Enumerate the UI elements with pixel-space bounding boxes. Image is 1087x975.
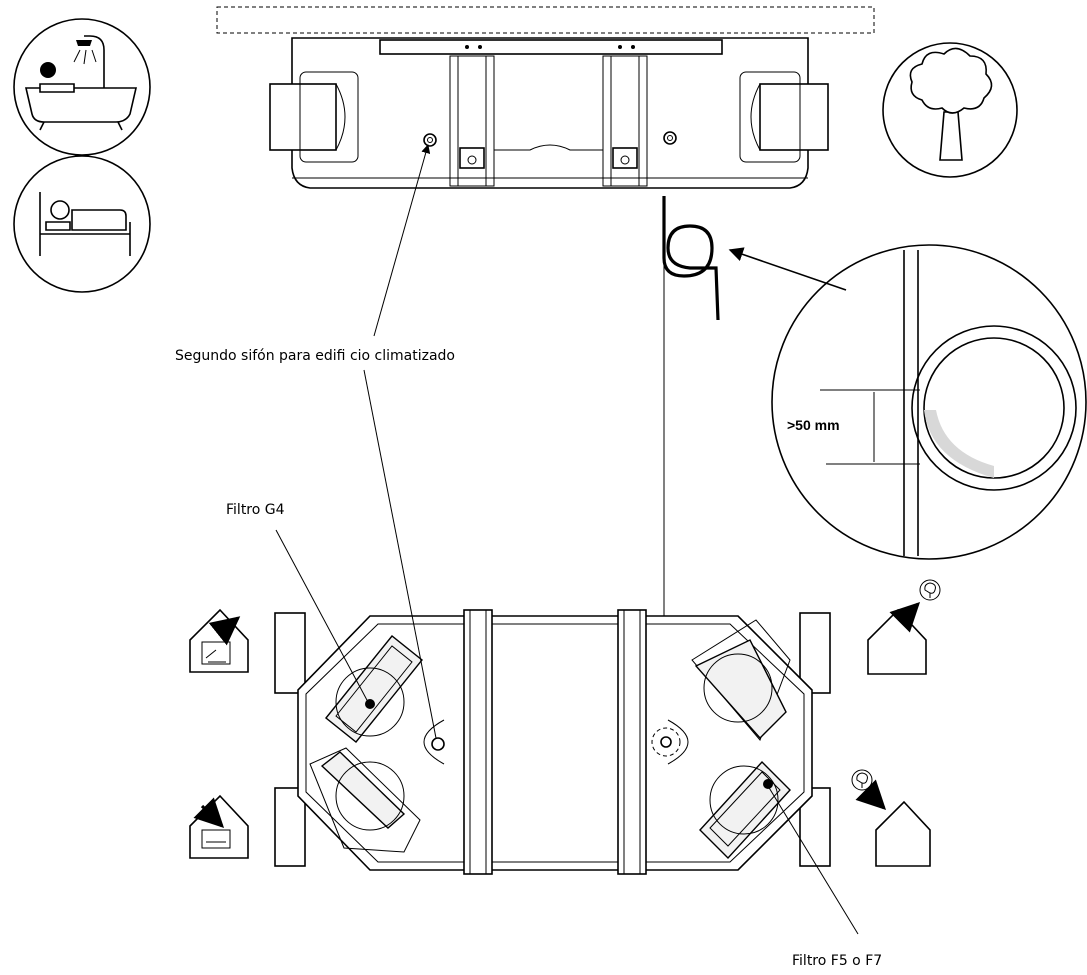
tree-outdoor-icon xyxy=(882,42,1018,178)
unit-top-view xyxy=(274,609,831,875)
bathroom-shower-icon xyxy=(13,18,151,156)
filter-g4-slot xyxy=(325,635,423,743)
bedroom-bed-icon xyxy=(13,155,151,293)
house-extract-air-icon xyxy=(189,608,249,673)
unit-side-view xyxy=(216,6,875,189)
house-fresh-air-intake-icon xyxy=(851,769,931,867)
filter-f5-f7-slot xyxy=(699,760,791,860)
filter-f5-f7-label: Filtro F5 o F7 xyxy=(792,953,882,969)
siphon-detail-callout: >50 mm xyxy=(771,244,1087,560)
house-supply-air-icon xyxy=(189,794,249,859)
second-siphon-label: Segundo sifón para edifi cio climatizado xyxy=(175,348,455,364)
filter-g4-label: Filtro G4 xyxy=(226,502,285,518)
house-exhaust-outdoor-icon xyxy=(867,579,941,675)
dimension-label: >50 mm xyxy=(787,417,840,433)
